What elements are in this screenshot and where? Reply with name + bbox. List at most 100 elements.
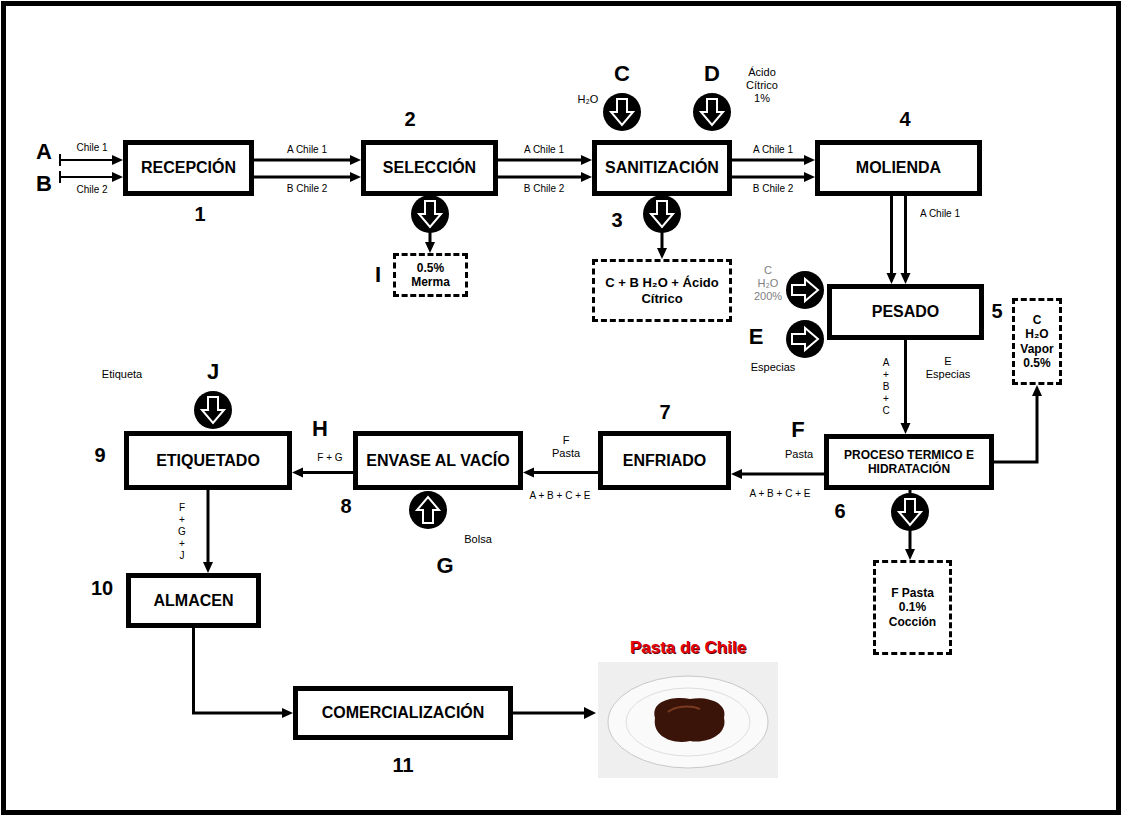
process-box: ALMACEN <box>126 573 261 628</box>
flow-line <box>302 471 353 474</box>
stream-label: F Pasta <box>552 434 580 460</box>
process-box: PROCESO TERMICO E HIDRATACIÓN <box>824 434 994 490</box>
flow-symbol <box>693 93 731 131</box>
frame <box>4 4 1119 813</box>
flow-arrow <box>194 628 294 718</box>
stream-letter: H <box>312 418 328 440</box>
flow-line <box>741 473 824 476</box>
flow-line <box>890 196 893 274</box>
flow-arrow <box>254 172 361 182</box>
flow-symbol <box>643 195 681 233</box>
flow-line <box>904 196 907 274</box>
flow-arrow <box>498 172 592 182</box>
arrow-head <box>731 469 742 479</box>
stream-label: E Especias <box>926 355 971 381</box>
flow-symbol <box>786 271 824 309</box>
flow-symbol <box>194 391 232 429</box>
flow-arrow <box>498 155 592 165</box>
box-text: RECEPCIÓN <box>141 158 236 177</box>
flow-label: A Chile 1 <box>751 144 795 156</box>
box-text: ETIQUETADO <box>156 451 260 470</box>
stream-label: Etiqueta <box>102 368 142 381</box>
output-box: C + B H₂O + Ácido Cítrico <box>592 259 732 322</box>
flow-arrow <box>901 196 911 284</box>
callout-number: 3 <box>611 210 622 230</box>
stream-letter: J <box>207 361 219 383</box>
stream-label: Chile 1 <box>76 142 107 154</box>
flow-line <box>732 159 805 162</box>
flow-label: F + G <box>315 452 344 464</box>
box-text: ENVASE AL VACÍO <box>366 451 509 470</box>
process-box: SANITIZACIÓN <box>592 140 732 196</box>
arrow-head <box>282 708 293 718</box>
arrow-head <box>657 248 667 259</box>
callout-number: 4 <box>899 109 910 129</box>
process-box: MOLIENDA <box>815 140 982 196</box>
callout-number: 5 <box>991 301 1002 321</box>
arrow-head <box>523 468 534 478</box>
flow-arrow <box>901 340 911 434</box>
input-letter: A <box>36 141 52 163</box>
flow-label: A + B + C <box>880 357 891 417</box>
process-box: COMERCIALIZACIÓN <box>293 686 513 740</box>
flow-label: B Chile 2 <box>522 183 567 195</box>
arrow-head <box>292 468 303 478</box>
box-text: SELECCIÓN <box>383 158 476 177</box>
stream-letter: G <box>436 555 453 577</box>
stream-label: Pasta <box>785 448 813 461</box>
product-photo <box>598 662 778 778</box>
flow-label: B Chile 2 <box>751 183 796 195</box>
flow-arrow <box>203 490 213 573</box>
flow-symbol <box>891 493 929 531</box>
callout-number: 1 <box>194 204 205 224</box>
output-arrow <box>513 707 596 719</box>
stream-letter: E <box>749 326 764 348</box>
box-text: C + B H₂O + Ácido Cítrico <box>603 275 721 306</box>
process-box: RECEPCIÓN <box>123 140 254 196</box>
process-box: ENVASE AL VACÍO <box>353 431 523 490</box>
box-text: PESADO <box>872 302 940 321</box>
input-arrow <box>60 154 123 166</box>
box-text: MOLIENDA <box>856 158 941 177</box>
callout-number: 2 <box>404 109 415 129</box>
flow-label: A + B + C + E <box>528 490 593 502</box>
stream-label: H₂O <box>578 93 599 106</box>
flow-line <box>498 176 582 179</box>
box-text: ENFRIADO <box>623 451 707 470</box>
flow-arrow <box>254 155 361 165</box>
box-text: ALMACEN <box>154 591 234 610</box>
arrow-head <box>350 155 361 165</box>
flow-arrow <box>292 468 353 478</box>
stream-letter: D <box>704 63 720 85</box>
flow-symbol <box>411 195 449 233</box>
process-box: PESADO <box>827 284 984 340</box>
arrow-head <box>1032 385 1042 396</box>
flow-line <box>732 176 805 179</box>
process-box: ENFRIADO <box>598 431 731 490</box>
input-letter: B <box>36 173 52 195</box>
flow-arrow <box>523 468 598 478</box>
box-text: COMERCIALIZACIÓN <box>322 703 485 722</box>
box-text: C H₂O Vapor 0.5% <box>1020 313 1053 371</box>
flow-label: A Chile 1 <box>522 144 566 156</box>
arrow-head <box>581 155 592 165</box>
callout-number: 8 <box>340 496 351 516</box>
stream-label: Bolsa <box>464 533 492 546</box>
flow-arrow <box>732 155 815 165</box>
flow-arrow <box>994 385 1042 462</box>
callout-number: 10 <box>91 578 113 598</box>
flow-label: A Chile 1 <box>285 144 329 156</box>
flow-line <box>254 176 351 179</box>
flow-arrow <box>731 469 824 479</box>
flow-label: A Chile 1 <box>918 208 962 220</box>
box-text: 0.5% Merma <box>411 261 450 290</box>
stream-letter: I <box>375 264 381 286</box>
arrow-head <box>350 172 361 182</box>
arrow-head <box>905 549 915 560</box>
callout-number: 7 <box>659 402 670 422</box>
output-box: C H₂O Vapor 0.5% <box>1012 298 1062 385</box>
flow-line <box>994 395 1037 462</box>
flow-arrow <box>887 196 897 284</box>
